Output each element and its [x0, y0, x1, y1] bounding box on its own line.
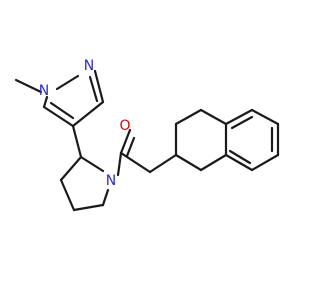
- bond-n2-c3-outer: [93, 69, 105, 104]
- bond-methyl-n1: [14, 78, 43, 94]
- atom-label-n2: N: [84, 58, 94, 74]
- bond-pyr-c3-c4: [59, 178, 76, 212]
- bond-ar-inner-1: [230, 115, 254, 130]
- bond-tet-c4a-c4: [199, 153, 228, 172]
- bond-group: [14, 69, 280, 212]
- bond-pyr-c2-n: [79, 155, 105, 173]
- bond-ar-2: [224, 108, 254, 126]
- bond-pyrazole-pyrrolidine: [71, 124, 83, 159]
- bond-tet-c8a-c4a: [199, 108, 228, 126]
- bond-ch2-tetralin: [148, 153, 178, 174]
- molecule-canvas: N N N O: [14, 58, 280, 212]
- bond-ar-6: [224, 153, 254, 172]
- bond-ar-3: [250, 108, 280, 126]
- bond-carbonyl-o-outer: [119, 128, 132, 155]
- atom-label-group: N N N O: [39, 58, 131, 189]
- bond-c5-n1: [42, 95, 49, 109]
- bond-n1-n2: [55, 74, 80, 91]
- bond-tet-c4-c3: [174, 153, 203, 172]
- bond-pyr-c2-c3: [59, 155, 83, 182]
- bond-n2-c3-inner: [88, 75, 99, 103]
- bond-ar-inner-3: [228, 149, 252, 165]
- bond-pyr-c5-n: [101, 188, 110, 207]
- bond-n-carbonyl: [116, 151, 123, 177]
- atom-label-n3: N: [106, 173, 116, 189]
- bond-c4-c5-outer: [42, 105, 75, 128]
- bond-carbonyl-ch2: [119, 151, 152, 174]
- bond-c4-c5-inner: [49, 101, 75, 120]
- atom-label-n1: N: [39, 83, 49, 99]
- bond-pyr-c4-c5: [72, 203, 105, 212]
- atom-label-o1: O: [119, 118, 130, 134]
- bond-carbonyl-o-inner: [125, 136, 136, 158]
- bond-c3-c4: [71, 100, 105, 128]
- bond-tet-c1-c8a: [174, 108, 203, 126]
- molecule-structure: N N N O: [14, 58, 280, 212]
- bond-ar-5: [250, 153, 280, 172]
